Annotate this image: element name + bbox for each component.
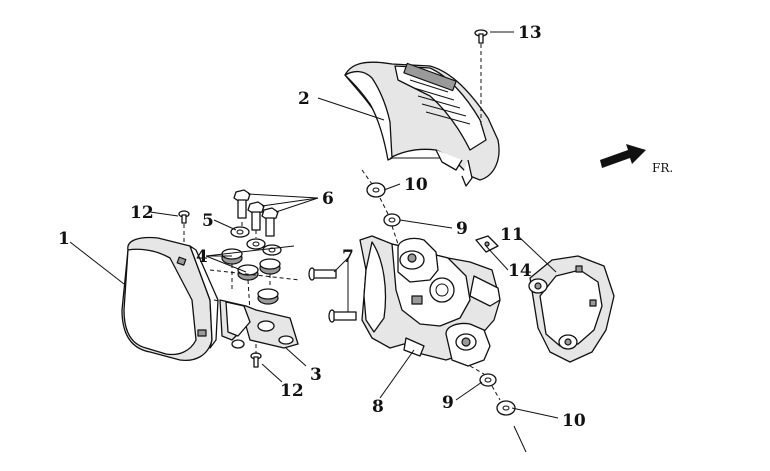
callout-13: 13 bbox=[518, 23, 542, 43]
part-12-screw-upper bbox=[178, 210, 190, 244]
callout-6: 6 bbox=[322, 189, 334, 209]
callouts: 1 2 3 4 5 6 7 8 9 9 10 10 11 12 12 13 14 bbox=[58, 23, 586, 431]
leader-lines bbox=[69, 31, 559, 419]
part-9-upper-socket bbox=[383, 213, 439, 283]
part-1-lamp bbox=[121, 236, 219, 362]
callout-9-upper: 9 bbox=[456, 219, 468, 239]
part-10-upper-grommet bbox=[361, 169, 389, 215]
callout-12-lower: 12 bbox=[280, 381, 304, 401]
part-9-lower-socket bbox=[445, 322, 497, 387]
callout-7: 7 bbox=[342, 247, 354, 267]
callout-10-lower: 10 bbox=[562, 411, 586, 431]
direction-label: FR. bbox=[652, 161, 673, 175]
part-2-upper-cover bbox=[344, 61, 500, 187]
assembly-lines-left bbox=[209, 222, 301, 313]
callout-2: 2 bbox=[298, 89, 310, 109]
callout-14: 14 bbox=[508, 261, 532, 281]
callout-8: 8 bbox=[372, 397, 384, 417]
callout-5: 5 bbox=[202, 211, 214, 231]
callout-9-lower: 9 bbox=[442, 393, 454, 413]
part-13-screw bbox=[474, 29, 488, 128]
callout-4: 4 bbox=[196, 247, 208, 267]
part-12-screw-lower bbox=[250, 344, 262, 368]
callout-12-upper: 12 bbox=[130, 203, 154, 223]
callout-10-upper: 10 bbox=[404, 175, 428, 195]
callout-11: 11 bbox=[500, 225, 524, 245]
callout-3: 3 bbox=[310, 365, 322, 385]
part-10-lower-grommet bbox=[491, 385, 527, 453]
part-14-clip bbox=[475, 235, 499, 253]
part-4-grommets bbox=[221, 248, 281, 305]
part-6-bolts bbox=[233, 189, 279, 237]
part-11-side-bracket bbox=[528, 255, 615, 363]
front-direction-arrow-icon bbox=[600, 144, 646, 168]
part-3-bracket bbox=[219, 299, 299, 349]
part-7-bolts bbox=[308, 267, 357, 323]
callout-1: 1 bbox=[58, 229, 70, 249]
